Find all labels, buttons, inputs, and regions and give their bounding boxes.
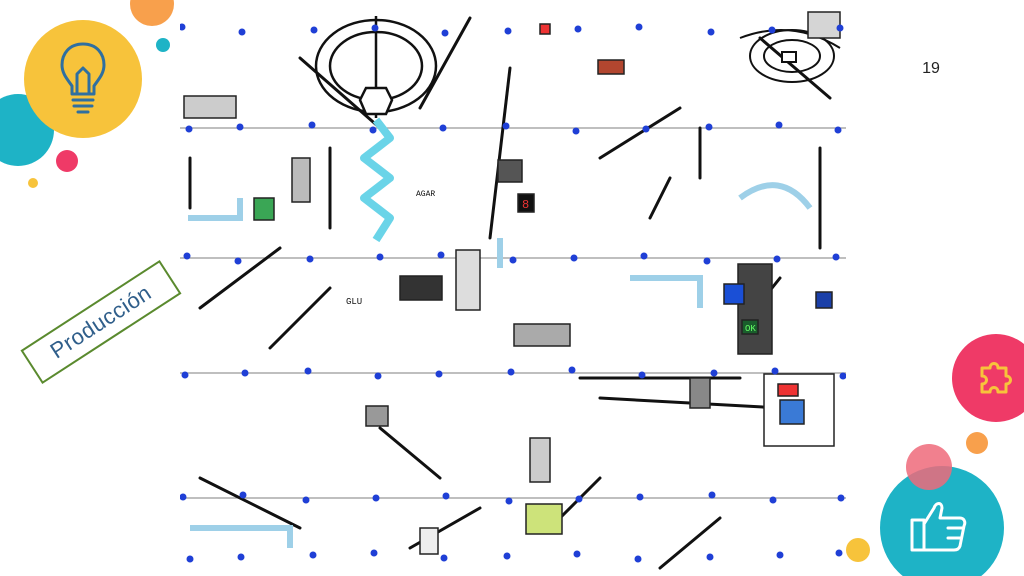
node-marker xyxy=(573,550,581,558)
node-marker xyxy=(502,122,510,130)
node-marker xyxy=(238,28,246,36)
node-marker xyxy=(776,551,784,559)
decor-circle-teal-small xyxy=(156,38,170,52)
node-marker xyxy=(441,29,449,37)
factory-simulation-image: 8 OK AGAR GLU xyxy=(180,8,846,576)
node-marker xyxy=(239,491,247,499)
display-digit: 8 xyxy=(522,198,529,212)
node-marker xyxy=(306,255,314,263)
node-marker xyxy=(636,493,644,501)
node-marker xyxy=(775,121,783,129)
node-marker xyxy=(302,496,310,504)
node-marker xyxy=(574,25,582,33)
node-marker xyxy=(640,252,648,260)
spiral-track xyxy=(739,29,841,83)
slide-title: Producción xyxy=(45,279,156,364)
slide-title-box: Producción xyxy=(20,260,182,384)
node-marker xyxy=(241,369,249,377)
node-marker xyxy=(440,554,448,562)
node-marker xyxy=(634,555,642,563)
thumbs-up-icon xyxy=(908,498,970,554)
machines xyxy=(183,11,841,555)
node-marker xyxy=(703,257,711,265)
node-marker xyxy=(572,127,580,135)
node-marker xyxy=(773,255,781,263)
node-marker xyxy=(186,555,194,563)
node-marker xyxy=(832,253,840,261)
node-marker xyxy=(180,23,186,31)
node-marker xyxy=(835,549,843,557)
node-marker xyxy=(836,24,844,32)
pipes xyxy=(188,182,813,548)
node-marker xyxy=(638,371,646,379)
decor-circle-yellow-tiny xyxy=(28,178,38,188)
node-marker xyxy=(376,253,384,261)
node-markers xyxy=(180,23,846,563)
node-marker xyxy=(570,254,578,262)
node-marker xyxy=(834,126,842,134)
tank-label: GLU xyxy=(346,297,362,307)
page-number: 19 xyxy=(922,60,940,77)
node-marker xyxy=(642,125,650,133)
node-marker xyxy=(237,553,245,561)
node-marker xyxy=(309,551,317,559)
node-marker xyxy=(710,369,718,377)
conveyor-lines xyxy=(180,16,846,570)
node-marker xyxy=(837,494,845,502)
meter-label: AGAR xyxy=(416,190,435,199)
loop-track xyxy=(314,16,438,118)
node-marker xyxy=(839,372,846,380)
node-marker xyxy=(181,371,189,379)
node-marker xyxy=(180,493,187,501)
node-marker xyxy=(310,26,318,34)
node-marker xyxy=(568,366,576,374)
decor-circle-orange-right xyxy=(966,432,988,454)
node-marker xyxy=(374,372,382,380)
node-marker xyxy=(504,27,512,35)
node-marker xyxy=(707,28,715,36)
node-marker xyxy=(705,123,713,131)
zigzag-chute xyxy=(360,117,394,243)
node-marker xyxy=(435,370,443,378)
decor-circle-pink-small xyxy=(56,150,78,172)
node-marker xyxy=(442,492,450,500)
node-marker xyxy=(308,121,316,129)
decor-circle-yellow-big xyxy=(24,20,142,138)
node-marker xyxy=(371,24,379,32)
node-marker xyxy=(507,368,515,376)
node-marker xyxy=(503,552,511,560)
node-marker xyxy=(708,491,716,499)
node-marker xyxy=(706,553,714,561)
node-marker xyxy=(575,495,583,503)
node-marker xyxy=(771,367,779,375)
status-ok-label: OK xyxy=(745,324,756,334)
decor-circle-pink-overlap xyxy=(906,444,952,490)
node-marker xyxy=(185,125,193,133)
decor-circle-orange-top xyxy=(130,0,174,26)
decor-circle-pink-right xyxy=(952,334,1024,422)
node-marker xyxy=(369,126,377,134)
node-marker xyxy=(439,124,447,132)
node-marker xyxy=(505,497,513,505)
node-marker xyxy=(437,251,445,259)
node-marker xyxy=(769,496,777,504)
node-marker xyxy=(509,256,517,264)
node-marker xyxy=(372,494,380,502)
node-marker xyxy=(236,123,244,131)
node-marker xyxy=(635,23,643,31)
node-marker xyxy=(304,367,312,375)
decor-circle-yellow-bottom xyxy=(846,538,870,562)
factory-layout: 8 OK AGAR GLU xyxy=(180,11,846,570)
lightbulb-icon xyxy=(58,40,108,116)
node-marker xyxy=(370,549,378,557)
node-marker xyxy=(234,257,242,265)
node-marker xyxy=(768,26,776,34)
puzzle-icon xyxy=(976,356,1016,396)
node-marker xyxy=(183,252,191,260)
